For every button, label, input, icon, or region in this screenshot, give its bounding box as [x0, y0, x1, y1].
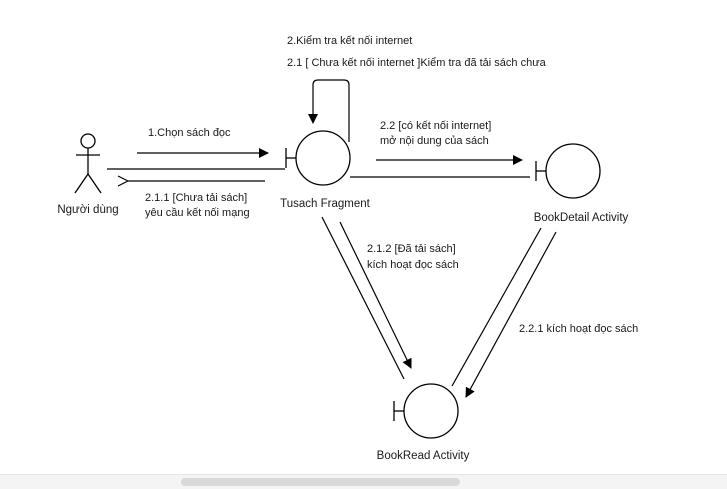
message-label-2: 2.Kiểm tra kết nối internet — [287, 35, 412, 47]
boundary-bookread-activity[interactable]: BookRead Activity — [377, 383, 470, 462]
message-label-2-2-1: 2.2.1 kích hoạt đọc sách — [519, 323, 638, 335]
node-label-bookread: BookRead Activity — [377, 450, 470, 462]
message-label-2-1-1-line1: 2.1.1 [Chưa tải sách] — [145, 192, 247, 204]
link-tusach-bookread — [321, 216, 405, 380]
node-label-tusach: Tusach Fragment — [280, 198, 370, 210]
horizontal-scrollbar[interactable] — [0, 474, 727, 489]
scrollbar-thumb[interactable] — [181, 478, 460, 486]
message-arrow-2-2-1 — [465, 231, 557, 398]
message-label-2-2-line2: mở nội dung của sách — [380, 135, 489, 147]
node-label-bookdetail: BookDetail Activity — [534, 212, 629, 224]
actor-nguoi-dung[interactable]: Người dùng — [57, 133, 119, 216]
message-self-loop-2 — [308, 79, 350, 142]
boundary-bookdetail-activity[interactable]: BookDetail Activity — [534, 143, 629, 224]
link-bookdetail-bookread — [451, 227, 542, 387]
message-label-2-1-2-line1: 2.1.2 [Đã tải sách] — [367, 243, 456, 255]
message-label-1: 1.Chọn sách đọc — [148, 127, 231, 139]
boundary-circle — [295, 130, 351, 186]
message-label-2-1-1-line2: yêu cầu kết nối mạng — [145, 207, 250, 219]
boundary-circle — [545, 143, 601, 199]
actor-head — [80, 133, 96, 149]
boundary-circle — [403, 383, 459, 439]
actor-label: Người dùng — [57, 204, 118, 216]
message-arrow-2-1-2 — [339, 221, 412, 369]
actor-left-leg — [74, 173, 89, 194]
message-label-2-1-2-line2: kích hoạt đọc sách — [367, 259, 459, 271]
message-label-2-2-line1: 2.2 [có kết nối internet] — [380, 120, 491, 132]
message-label-2-1: 2.1 [ Chưa kết nối internet ]Kiểm tra đã… — [287, 57, 547, 69]
actor-right-leg — [87, 173, 102, 194]
boundary-tusach-fragment[interactable]: Tusach Fragment — [280, 130, 371, 210]
collaboration-diagram: Người dùng Tusach Fragment BookDetail Ac… — [57, 35, 638, 462]
